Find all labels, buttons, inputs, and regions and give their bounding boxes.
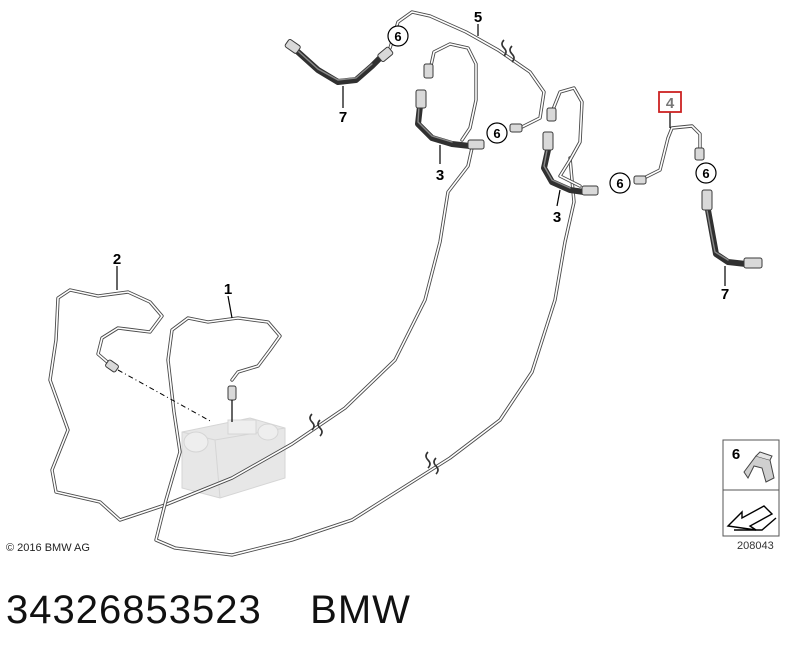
clip-icon bbox=[743, 451, 775, 483]
brake-hose-7-left bbox=[295, 49, 385, 85]
leader-lines bbox=[116, 24, 726, 423]
brake-hoses bbox=[295, 49, 749, 267]
reference-number: 208043 bbox=[737, 540, 774, 552]
brake-hose-7-right bbox=[705, 207, 749, 267]
part-number: 34326853523 bbox=[6, 588, 262, 632]
callout-6-d: 6 bbox=[702, 166, 709, 181]
callout-7-left: 7 bbox=[339, 109, 347, 126]
callout-3-upper: 3 bbox=[436, 167, 444, 184]
legend-clip-number: 6 bbox=[732, 446, 740, 463]
callout-6-c: 6 bbox=[616, 176, 623, 191]
legend-box: 6 bbox=[722, 439, 780, 537]
callout-7-right: 7 bbox=[721, 286, 729, 303]
callout-6-a: 6 bbox=[394, 29, 401, 44]
callout-6-b: 6 bbox=[493, 126, 500, 141]
brand-name: BMW bbox=[310, 588, 411, 632]
callout-3-lower: 3 bbox=[553, 209, 561, 226]
callout-5: 5 bbox=[474, 9, 482, 26]
abs-hydraulic-unit bbox=[181, 417, 286, 499]
brake-pipe-5 bbox=[388, 10, 546, 130]
callout-2: 2 bbox=[113, 251, 121, 268]
part-number-line: 34326853523 BMW bbox=[6, 588, 411, 633]
callout-1: 1 bbox=[224, 281, 232, 298]
brake-pipes bbox=[48, 10, 702, 557]
fittings bbox=[105, 38, 763, 401]
callout-4: 4 bbox=[666, 95, 675, 112]
clip-callouts: 6 6 6 6 bbox=[387, 25, 717, 194]
part-callouts: 5 7 3 3 4 7 2 1 bbox=[113, 9, 729, 303]
pipe-break-marks bbox=[309, 39, 515, 475]
direction-arrow-icon bbox=[726, 505, 777, 531]
highlight-box-4 bbox=[658, 91, 682, 113]
copyright-text: © 2016 BMW AG bbox=[6, 542, 90, 554]
